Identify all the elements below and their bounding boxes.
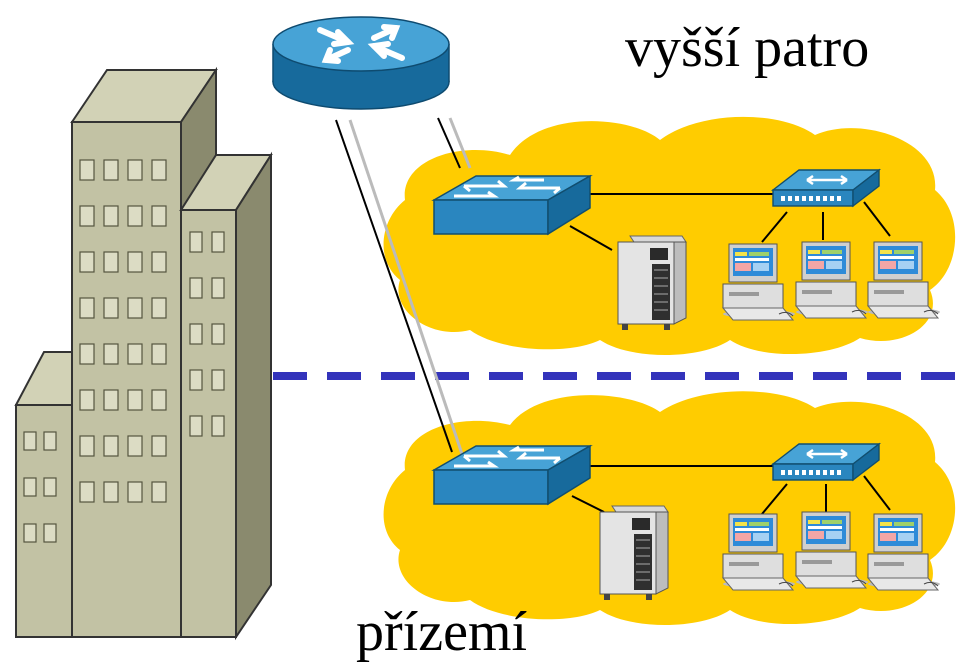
server-icon bbox=[599, 505, 669, 601]
ground-floor-label: přízemí bbox=[356, 601, 528, 663]
ground-floor-cloud bbox=[383, 391, 956, 625]
upper-floor-network bbox=[432, 168, 941, 331]
ground-floor-network bbox=[432, 442, 941, 601]
server-icon bbox=[617, 235, 687, 331]
router-uplinks bbox=[335, 117, 472, 455]
building-icon bbox=[14, 66, 273, 641]
upper-floor-label: vyšší patro bbox=[625, 17, 870, 79]
router-icon bbox=[272, 16, 450, 110]
